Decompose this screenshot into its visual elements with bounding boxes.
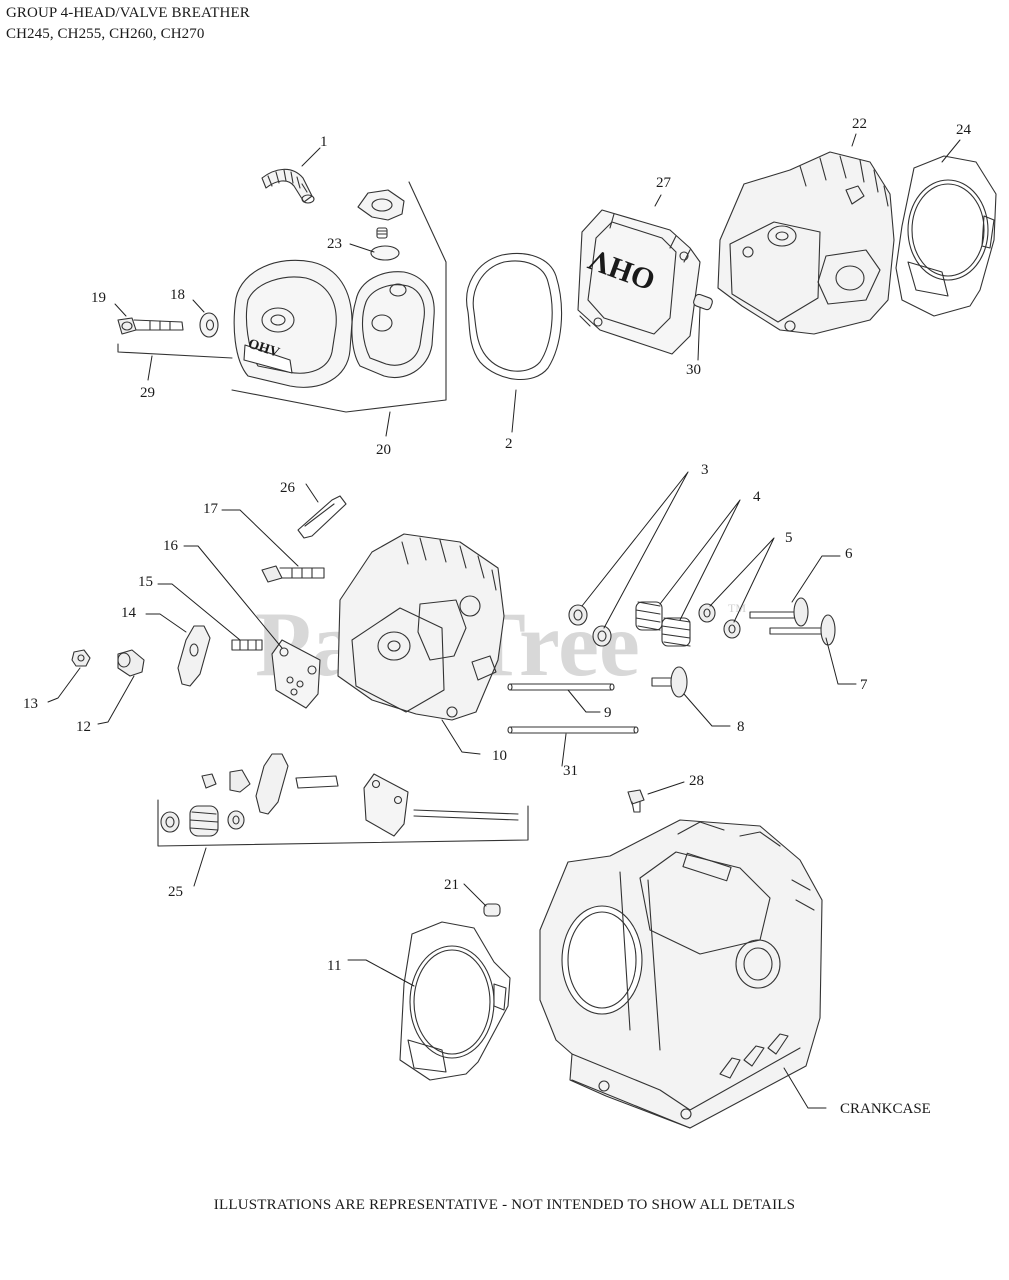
callout-11[interactable]: 11 — [327, 958, 341, 974]
push-rod-guide-plate[interactable] — [271, 639, 321, 709]
breather-cover[interactable] — [233, 259, 353, 388]
valve-train-kit[interactable] — [160, 753, 519, 837]
head-bolt[interactable] — [627, 789, 645, 813]
callout-25[interactable]: 25 — [168, 884, 183, 900]
callout-21[interactable]: 21 — [444, 877, 459, 893]
callout-23[interactable]: 23 — [327, 236, 342, 252]
head-gasket[interactable] — [399, 921, 511, 1081]
callout-9[interactable]: 9 — [604, 705, 612, 721]
callout-26[interactable]: 26 — [280, 480, 296, 496]
breather-housing[interactable] — [351, 271, 435, 378]
callout-30[interactable]: 30 — [686, 362, 701, 378]
callout-28[interactable]: 28 — [689, 773, 704, 789]
callout-12[interactable]: 12 — [76, 719, 91, 735]
callout-crankcase[interactable]: CRANKCASE — [840, 1101, 931, 1117]
callout-14[interactable]: 14 — [121, 605, 137, 621]
callout-1[interactable]: 1 — [320, 134, 328, 150]
rocker-pivot[interactable] — [117, 649, 145, 677]
breather-hose[interactable] — [261, 168, 315, 204]
push-rod[interactable] — [507, 683, 615, 691]
group-bracket-25 — [157, 799, 529, 847]
disclaimer-note: ILLUSTRATIONS ARE REPRESENTATIVE - NOT I… — [213, 1197, 796, 1213]
breather-bolt[interactable] — [117, 317, 184, 335]
push-rod-long[interactable] — [507, 726, 639, 734]
model-list: CH245, CH255, CH260, CH270 — [6, 26, 205, 42]
dowel-pin-lower[interactable] — [483, 903, 501, 917]
callout-27[interactable]: 27 — [656, 175, 672, 191]
callout-7[interactable]: 7 — [860, 677, 868, 693]
callout-5[interactable]: 5 — [785, 530, 793, 546]
watermark-tm: TM — [728, 601, 746, 615]
callout-20[interactable]: 20 — [376, 442, 391, 458]
cylinder-head[interactable] — [337, 533, 505, 721]
group-bracket-20 — [231, 181, 447, 413]
dowel-pin[interactable] — [692, 293, 713, 311]
washer[interactable] — [199, 312, 219, 338]
callout-13[interactable]: 13 — [23, 696, 38, 712]
rocker-nut[interactable] — [71, 649, 91, 667]
rocker-stud-bolt[interactable] — [261, 565, 325, 583]
callout-18[interactable]: 18 — [170, 287, 185, 303]
crankcase[interactable] — [539, 819, 823, 1129]
valve-springs[interactable] — [635, 601, 691, 647]
callout-16[interactable]: 16 — [163, 538, 179, 554]
callout-22[interactable]: 22 — [852, 116, 867, 132]
group-bracket-29 — [117, 343, 233, 359]
callout-29[interactable]: 29 — [140, 385, 155, 401]
intake-valve[interactable] — [749, 597, 836, 646]
callout-17[interactable]: 17 — [203, 501, 219, 517]
rocker-gasket[interactable] — [297, 495, 347, 539]
callout-3[interactable]: 3 — [701, 462, 709, 478]
rocker-arm[interactable] — [177, 625, 211, 687]
callout-4[interactable]: 4 — [753, 489, 761, 505]
breather-valve[interactable] — [357, 189, 405, 261]
callout-31[interactable]: 31 — [563, 763, 578, 779]
callout-15[interactable]: 15 — [138, 574, 153, 590]
callout-19[interactable]: 19 — [91, 290, 106, 306]
valve-keepers[interactable] — [698, 603, 741, 639]
callout-labels: 1 23 19 18 29 20 2 27 30 22 24 26 17 16 … — [23, 116, 972, 1117]
cylinder-head-top[interactable] — [717, 151, 895, 335]
diagram-title: GROUP 4-HEAD/VALVE BREATHER — [6, 5, 250, 21]
leader-lines — [47, 133, 961, 1109]
valve-stem-seal[interactable] — [651, 666, 688, 698]
valve-spring-retainers[interactable] — [568, 604, 612, 647]
callout-10[interactable]: 10 — [492, 748, 507, 764]
callout-6[interactable]: 6 — [845, 546, 853, 562]
head-gasket-top[interactable] — [895, 155, 997, 317]
callout-8[interactable]: 8 — [737, 719, 745, 735]
callout-2[interactable]: 2 — [505, 436, 513, 452]
cover-gasket[interactable] — [466, 253, 563, 380]
callout-24[interactable]: 24 — [956, 122, 972, 138]
rocker-stud[interactable] — [231, 639, 263, 651]
